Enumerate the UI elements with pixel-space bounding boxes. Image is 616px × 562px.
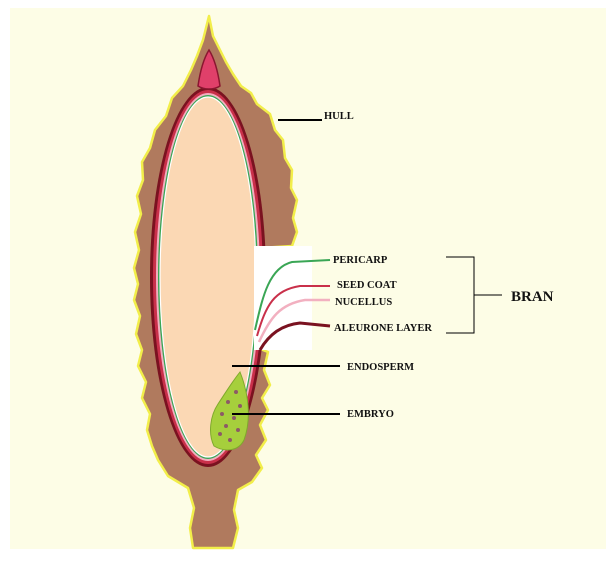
- label-bran: BRAN: [511, 289, 554, 305]
- label-seed-coat: SEED COAT: [337, 280, 397, 291]
- label-embryo: EMBRYO: [347, 409, 394, 420]
- label-nucellus: NUCELLUS: [335, 297, 392, 308]
- label-endosperm: ENDOSPERM: [347, 362, 414, 373]
- label-aleurone-layer: ALEURONE LAYER: [334, 323, 432, 334]
- label-pericarp: PERICARP: [333, 255, 388, 266]
- label-hull: HULL: [324, 111, 354, 122]
